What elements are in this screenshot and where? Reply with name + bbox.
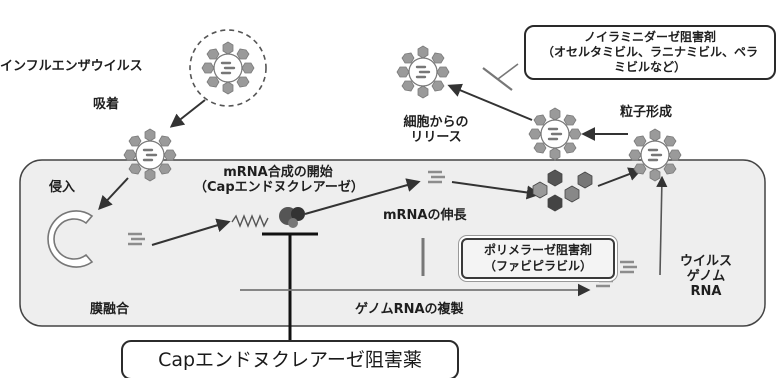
label-membrane-fusion: 膜融合 xyxy=(90,302,130,317)
label-mrna-start: mRNA合成の開始 （Capエンドヌクレアーゼ） xyxy=(194,165,364,196)
label-invasion: 侵入 xyxy=(49,180,76,195)
translation-arrow xyxy=(451,181,541,200)
virus-icon xyxy=(395,44,451,100)
invasion-arrow xyxy=(98,177,129,211)
protein-hexagon-icon xyxy=(532,169,593,212)
label-viral-genome-line2: ゲノム xyxy=(686,268,726,284)
label-release-line1: 細胞からの xyxy=(403,115,469,130)
elongation-arrow xyxy=(304,178,421,215)
virus-icon xyxy=(200,40,256,96)
endosome-icon xyxy=(47,210,94,268)
label-genome-replication: ゲノムRNAの複製 xyxy=(355,302,464,317)
adsorption-arrow xyxy=(169,99,206,128)
label-viral-genome-line3: RNA xyxy=(690,283,722,299)
label-mrna-start-line1: mRNA合成の開始 xyxy=(223,165,333,180)
inhibition-bar-icon xyxy=(482,67,513,91)
label-mrna-elongation: mRNAの伸長 xyxy=(383,208,467,223)
label-release-line2: リリース xyxy=(410,129,462,145)
neuraminidase-inhibitor-box: ノイラミニダーゼ阻害剤 （オセルタミビル、ラニナミビル、ペラ ミビルなど） xyxy=(524,25,776,80)
polymerase-inhibitor-box: ポリメラーゼ阻害剤 （ファビピラビル） xyxy=(461,238,615,280)
virus-dashed-outline xyxy=(189,29,267,107)
label-viral-genome-line1: ウイルス xyxy=(679,254,732,269)
genome-to-assembly-arrow xyxy=(656,175,668,276)
virus-icon xyxy=(527,106,583,162)
polymerase-inhibitor-line1: ポリメラーゼ阻害剤 xyxy=(483,243,592,257)
label-mrna-start-line2: （Capエンドヌクレアーゼ） xyxy=(194,179,364,195)
label-adsorption: 吸着 xyxy=(93,97,120,112)
label-release: 細胞からの リリース xyxy=(394,115,478,146)
neuraminidase-inhibitor-line1: ノイラミニダーゼ阻害剤 xyxy=(583,30,716,44)
to-transcription-arrow xyxy=(151,218,231,246)
cap-endonuclease-inhibitor-callout: Capエンドヌクレアーゼ阻害薬 xyxy=(121,340,459,378)
assembly-arrow xyxy=(597,167,643,187)
virus-icon xyxy=(627,127,683,183)
neuraminidase-inhibitor-line3: ミビルなど） xyxy=(613,60,686,74)
virus-icon xyxy=(122,127,178,183)
neuraminidase-inhibitor-line2: （オセルタミビル、ラニナミビル、ペラ xyxy=(541,45,758,59)
label-particle-formation: 粒子形成 xyxy=(620,105,673,120)
mrna-coil xyxy=(231,214,269,228)
label-viral-genome: ウイルス ゲノム RNA xyxy=(670,254,742,300)
neuraminidase-pointer xyxy=(497,63,519,80)
release-arrow xyxy=(447,83,533,121)
polymerase-inhibitor-line2: （ファビピラビル） xyxy=(483,258,592,273)
label-influenza-virus: インフルエンザウイルス xyxy=(0,59,143,74)
